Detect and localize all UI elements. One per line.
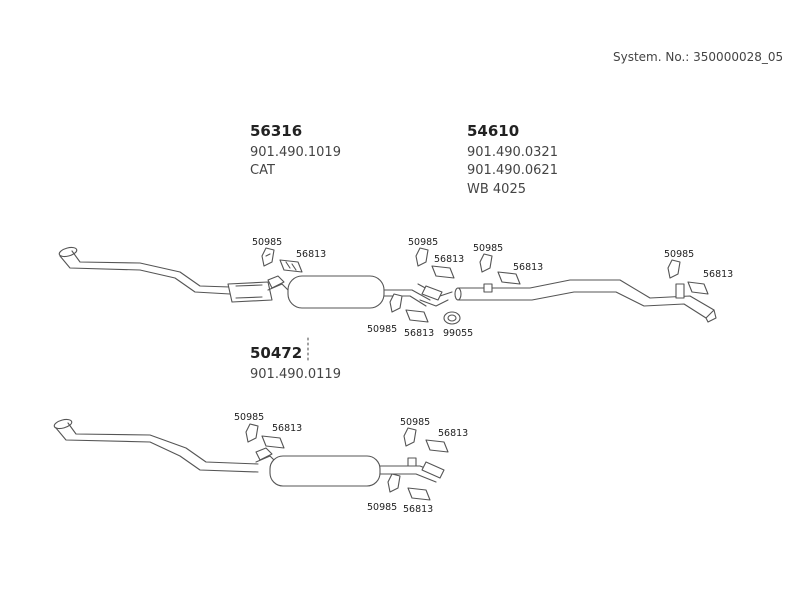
bracket-icon: [279, 259, 709, 323]
label-50985: 50985: [408, 237, 439, 248]
label-56813: 56813: [434, 254, 465, 265]
label-56813: 56813: [438, 428, 469, 439]
assembly-54610-code-1: 901.490.0321: [467, 145, 558, 160]
center-muffler: [267, 275, 431, 309]
label-50985: 50985: [367, 324, 398, 335]
label-50985: 50985: [473, 243, 504, 254]
label-50985: 50985: [234, 412, 265, 423]
assembly-50472-part: 50472: [250, 344, 303, 362]
assembly-54610-part: 54610: [467, 122, 520, 140]
rubber-mount-icon: [261, 247, 681, 313]
assembly-54610-code-2: 901.490.0621: [467, 163, 558, 178]
system-number: System. No.: 350000028_05: [613, 50, 784, 64]
front-pipe-lower: [53, 418, 259, 473]
bracket-lower-icon: [261, 435, 449, 501]
label-99055: 99055: [443, 328, 474, 339]
front-pipe: [58, 246, 231, 295]
label-50985: 50985: [664, 249, 695, 260]
label-56813: 56813: [403, 504, 434, 515]
rubber-mount-lower-icon: [245, 423, 417, 493]
label-56813: 56813: [513, 262, 544, 273]
label-50985: 50985: [400, 417, 431, 428]
label-50985: 50985: [252, 237, 283, 248]
assembly-50472-code: 901.490.0119: [250, 367, 341, 382]
rear-pipe: [454, 279, 717, 323]
assembly-56316-part: 56316: [250, 122, 303, 140]
label-56813: 56813: [404, 328, 435, 339]
assembly-56316-note: CAT: [250, 163, 275, 178]
connector-bend: [417, 283, 453, 307]
assembly-56316-code: 901.490.1019: [250, 145, 341, 160]
catalytic-converter: [227, 281, 273, 303]
label-50985: 50985: [367, 502, 398, 513]
label-56813: 56813: [272, 423, 303, 434]
label-56813: 56813: [296, 249, 327, 260]
main-muffler-lower: [255, 447, 445, 487]
label-56813: 56813: [703, 269, 734, 280]
clamp-icon: [443, 311, 461, 325]
assembly-54610-note: WB 4025: [467, 182, 526, 197]
